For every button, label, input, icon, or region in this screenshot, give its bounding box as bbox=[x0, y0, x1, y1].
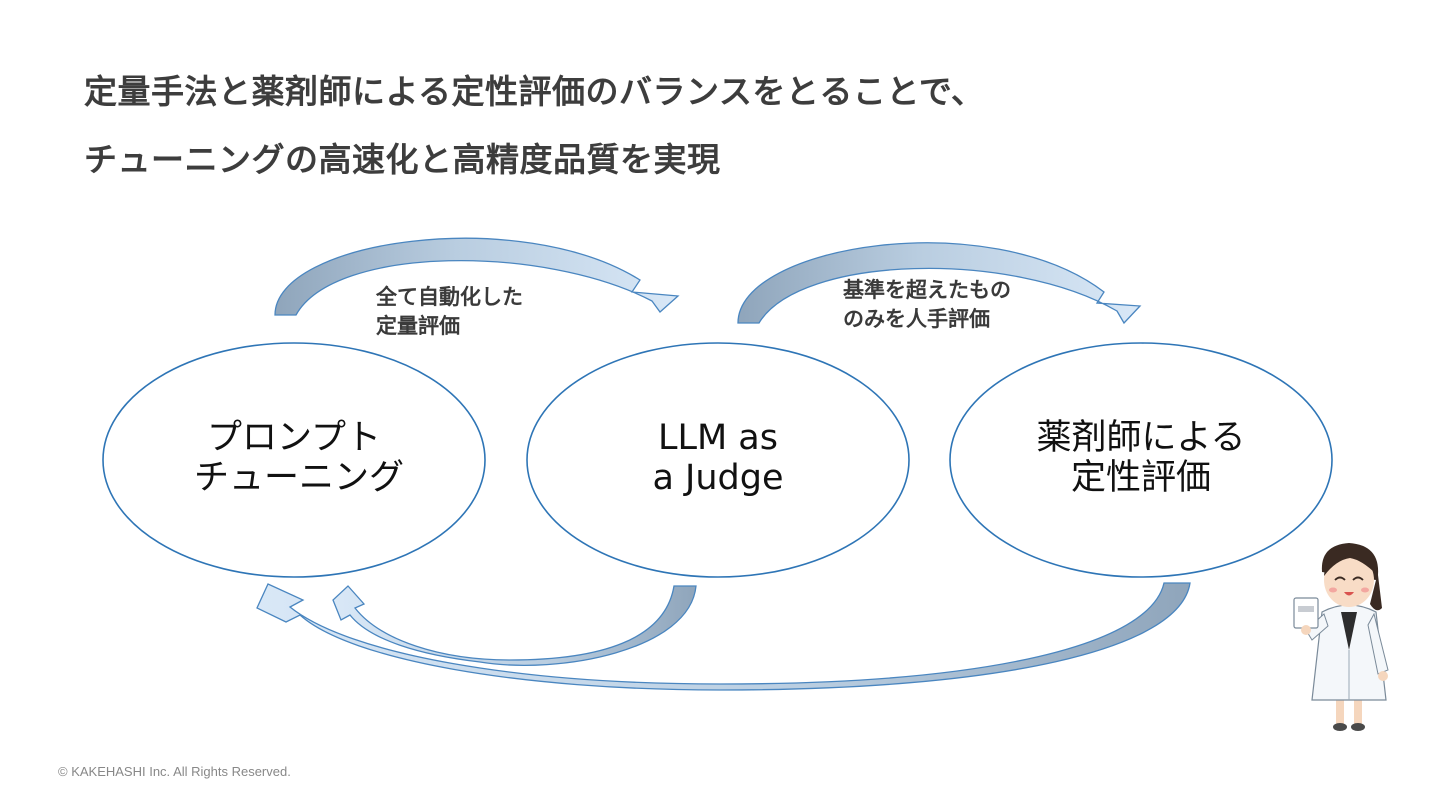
arrow-llm-to-prompt bbox=[332, 585, 697, 666]
node-ellipse-prompt bbox=[102, 342, 486, 578]
node-label-llm-line-2: a Judge bbox=[652, 458, 784, 498]
node-label-prompt: プロンプト チューニング bbox=[194, 418, 405, 498]
arrow-label-auto-line-2: 定量評価 bbox=[376, 314, 460, 338]
arrow-prompt-to-llm bbox=[274, 237, 680, 316]
arrow-label-manual: 基準を超えたもの のみを人手評価 bbox=[843, 276, 1011, 334]
node-label-llm-line-1: LLM as bbox=[657, 418, 778, 458]
node-label-pharmacist-line-2: 定性評価 bbox=[1070, 458, 1211, 498]
arrow-label-manual-line-1: 基準を超えたもの bbox=[843, 278, 1011, 302]
copyright-footer: © KAKEHASHI Inc. All Rights Reserved. bbox=[58, 764, 291, 779]
node-label-prompt-line-2: チューニング bbox=[194, 458, 405, 498]
arrow-label-auto-line-1: 全て自動化した bbox=[376, 285, 523, 309]
node-label-prompt-line-1: プロンプト bbox=[207, 418, 381, 458]
node-label-pharmacist: 薬剤師による 定性評価 bbox=[1021, 418, 1261, 498]
arrow-pharmacist-to-prompt bbox=[256, 582, 1191, 691]
node-ellipse-pharmacist bbox=[949, 342, 1333, 578]
title-line-1: 定量手法と薬剤師による定性評価のバランスをとることで、 bbox=[84, 72, 985, 111]
slide-title: 定量手法と薬剤師による定性評価のバランスをとることで、 チューニングの高速化と高… bbox=[84, 58, 985, 194]
arrow-llm-to-pharmacist bbox=[737, 242, 1142, 325]
arrow-label-auto: 全て自動化した 定量評価 bbox=[376, 283, 523, 341]
node-label-llm: LLM as a Judge bbox=[618, 418, 818, 498]
arrow-label-manual-line-2: のみを人手評価 bbox=[843, 307, 990, 331]
title-line-2: チューニングの高速化と高精度品質を実現 bbox=[84, 140, 721, 179]
node-label-pharmacist-line-1: 薬剤師による bbox=[1036, 418, 1246, 458]
pharmacist-illustration-icon bbox=[1293, 543, 1389, 731]
node-ellipse-llm bbox=[526, 342, 910, 578]
